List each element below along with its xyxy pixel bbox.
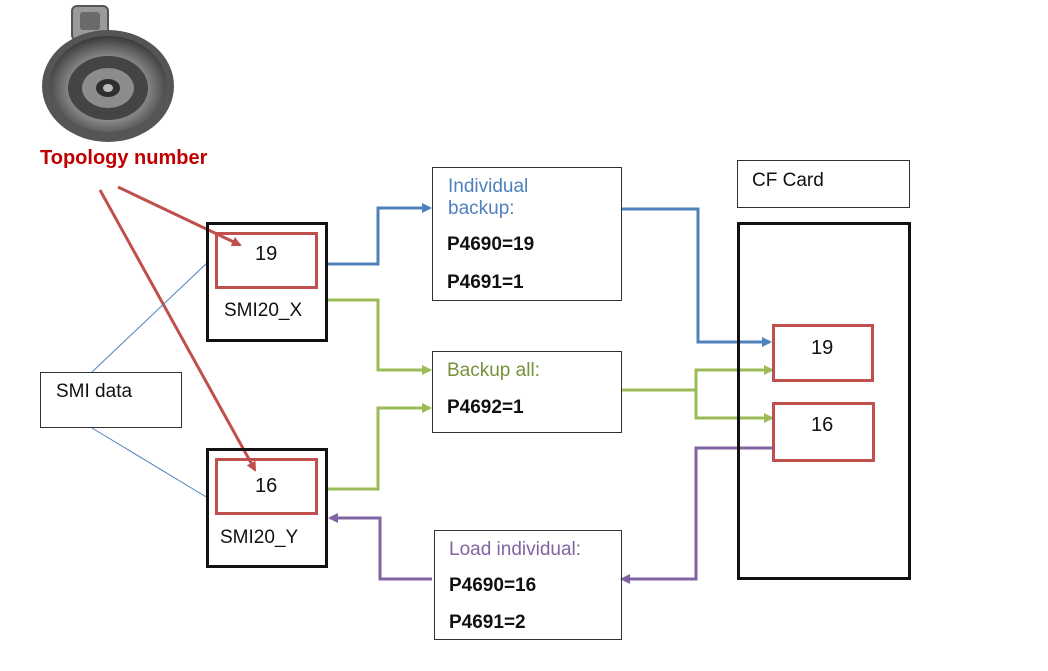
backup-all-param1: P4692=1 xyxy=(447,397,524,418)
cf-card xyxy=(737,222,911,580)
load-individual-param1: P4690=16 xyxy=(449,575,537,596)
cf-card-slot-19 xyxy=(772,324,874,382)
load-individual-param2: P4691=2 xyxy=(449,612,526,633)
blue-line-to-backup xyxy=(328,203,432,266)
cf-card-label: CF Card xyxy=(752,170,824,191)
blue-line-to-cf xyxy=(622,207,772,347)
smi20-y-number: 16 xyxy=(255,475,278,497)
smi20-x-module xyxy=(206,222,328,342)
smi-data-box xyxy=(40,372,182,428)
smi20-y-module xyxy=(206,448,328,568)
cf-card-slot-19-number: 19 xyxy=(811,337,834,359)
topology-arrow-x xyxy=(117,185,242,247)
individual-backup-param2: P4691=1 xyxy=(447,272,524,293)
motor-icon xyxy=(42,5,174,142)
purple-line-from-cf xyxy=(620,446,772,584)
smi-data-line-x xyxy=(91,261,209,373)
green-line-to-cf-bottom xyxy=(694,390,774,423)
individual-backup-box xyxy=(432,167,622,301)
smi20-y-topology-box xyxy=(215,458,318,515)
load-individual-box xyxy=(434,530,622,640)
individual-backup-title: Individual backup: xyxy=(448,176,529,219)
cf-card-slot-16-number: 16 xyxy=(811,414,834,436)
purple-line-to-y xyxy=(328,513,432,581)
green-line-from-y xyxy=(328,403,432,491)
smi-data-label: SMI data xyxy=(56,381,133,402)
topology-arrow-y xyxy=(98,189,257,472)
smi-data-line-y xyxy=(91,427,209,499)
smi20-x-name: SMI20_X xyxy=(224,300,303,321)
load-individual-title: Load individual: xyxy=(449,539,582,560)
smi20-x-number: 19 xyxy=(255,243,278,265)
topology-number-label: Topology number xyxy=(40,147,208,169)
cf-card-label-box xyxy=(737,160,910,208)
backup-all-title: Backup all: xyxy=(447,360,540,381)
green-line-from-x xyxy=(328,298,432,375)
green-line-to-cf-top xyxy=(622,365,774,392)
smi20-x-topology-box xyxy=(215,232,318,289)
individual-backup-param1: P4690=19 xyxy=(447,234,535,255)
smi20-y-name: SMI20_Y xyxy=(220,527,299,548)
backup-all-box xyxy=(432,351,622,433)
cf-card-slot-16 xyxy=(772,402,875,462)
